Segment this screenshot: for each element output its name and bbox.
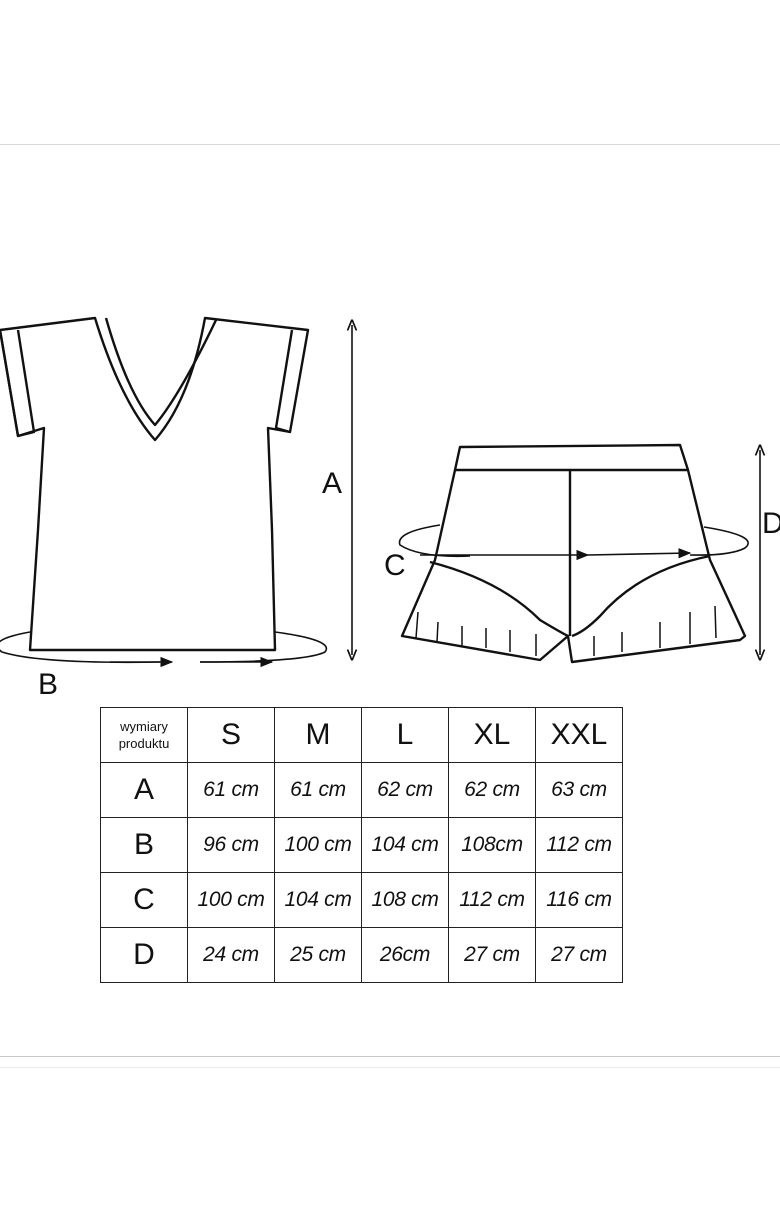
bottom-divider	[0, 1056, 780, 1057]
shorts-ruffle-pleats	[415, 605, 717, 656]
row-label-c: C	[100, 872, 188, 928]
value-cell: 108cm	[448, 817, 536, 873]
value-cell: 63 cm	[535, 762, 623, 818]
value-cell: 112 cm	[448, 872, 536, 928]
size-header-row: wymiary produktu S M L XL XXL	[100, 707, 623, 763]
size-header-l: L	[361, 707, 449, 763]
value-cell: 108 cm	[361, 872, 449, 928]
table-row: D 24 cm 25 cm 26cm 27 cm 27 cm	[100, 927, 623, 983]
corner-line2: produktu	[118, 736, 170, 751]
row-label-d: D	[100, 927, 188, 983]
value-cell: 61 cm	[274, 762, 362, 818]
value-cell: 27 cm	[448, 927, 536, 983]
tshirt-drawing	[0, 316, 310, 652]
size-header-s: S	[187, 707, 275, 763]
size-header-xl: XL	[448, 707, 536, 763]
table-row: C 100 cm 104 cm 108 cm 112 cm 116 cm	[100, 872, 623, 928]
table-corner-label: wymiary produktu	[100, 707, 188, 763]
bottom-divider-light	[0, 1067, 780, 1068]
value-cell: 27 cm	[535, 927, 623, 983]
corner-line1: wymiary	[120, 719, 168, 734]
garment-diagram: A B C D	[0, 316, 780, 700]
label-b: B	[38, 668, 58, 700]
measure-c-loop	[398, 524, 749, 561]
measure-b-loop	[0, 631, 328, 668]
size-header-xxl: XXL	[535, 707, 623, 763]
value-cell: 116 cm	[535, 872, 623, 928]
size-header-m: M	[274, 707, 362, 763]
top-divider	[0, 144, 780, 145]
value-cell: 62 cm	[361, 762, 449, 818]
value-cell: 25 cm	[274, 927, 362, 983]
value-cell: 26cm	[361, 927, 449, 983]
value-cell: 100 cm	[274, 817, 362, 873]
value-cell: 104 cm	[274, 872, 362, 928]
value-cell: 24 cm	[187, 927, 275, 983]
value-cell: 96 cm	[187, 817, 275, 873]
label-a: A	[322, 467, 342, 500]
size-table: wymiary produktu S M L XL XXL A 61 cm 61…	[100, 707, 623, 983]
label-d: D	[762, 507, 780, 540]
shorts-drawing	[400, 443, 747, 664]
value-cell: 104 cm	[361, 817, 449, 873]
value-cell: 61 cm	[187, 762, 275, 818]
value-cell: 62 cm	[448, 762, 536, 818]
row-label-b: B	[100, 817, 188, 873]
value-cell: 112 cm	[535, 817, 623, 873]
row-label-a: A	[100, 762, 188, 818]
table-row: B 96 cm 100 cm 104 cm 108cm 112 cm	[100, 817, 623, 873]
label-c: C	[384, 549, 406, 582]
value-cell: 100 cm	[187, 872, 275, 928]
table-row: A 61 cm 61 cm 62 cm 62 cm 63 cm	[100, 762, 623, 818]
